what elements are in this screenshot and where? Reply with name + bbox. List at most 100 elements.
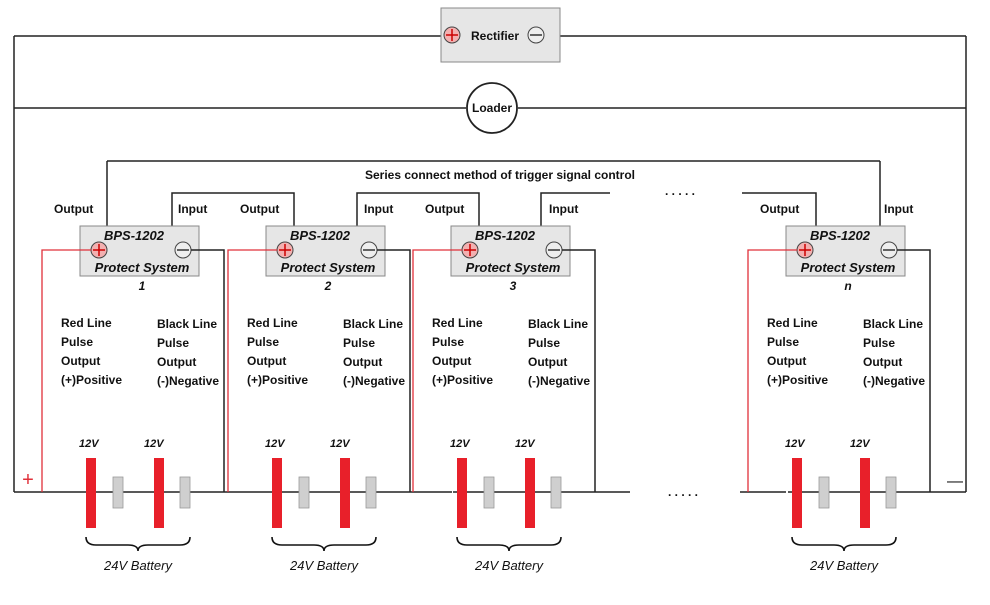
red-pulse-wire bbox=[747, 249, 797, 492]
module-subtitle: Protect System bbox=[281, 260, 376, 275]
red-line-desc: (+)Positive bbox=[767, 373, 828, 387]
red-line-desc: Red Line bbox=[61, 316, 112, 330]
signal-link-1-2 bbox=[171, 192, 295, 226]
signal-link-in-n bbox=[742, 192, 817, 226]
black-line-desc: (-)Negative bbox=[343, 374, 405, 388]
black-line-desc: Pulse bbox=[157, 336, 189, 350]
module-input-label: Input bbox=[884, 202, 913, 216]
red-line-desc: Red Line bbox=[247, 316, 298, 330]
red-line-desc: Red Line bbox=[432, 316, 483, 330]
battery-label: 24V Battery bbox=[289, 558, 359, 573]
loader-circle bbox=[466, 82, 518, 134]
battery-brace bbox=[271, 536, 377, 552]
module-output-label: Output bbox=[240, 202, 279, 216]
black-line-desc: Black Line bbox=[157, 317, 217, 331]
loader-label: Loader bbox=[472, 101, 512, 115]
loader: Loader bbox=[466, 82, 518, 134]
module-output-label: Output bbox=[760, 202, 799, 216]
battery-cell-negative bbox=[885, 476, 897, 509]
black-line-desc: Black Line bbox=[528, 317, 588, 331]
cell-voltage-2: 12V bbox=[330, 438, 351, 450]
rectifier-plus-terminal bbox=[443, 26, 461, 44]
red-pulse-wire bbox=[41, 249, 91, 492]
red-line-desc: (+)Positive bbox=[247, 373, 308, 387]
battery-cell-negative bbox=[483, 476, 495, 509]
module-minus-terminal bbox=[880, 241, 898, 259]
cell-voltage-1: 12V bbox=[785, 438, 806, 450]
cell-voltage-1: 12V bbox=[265, 438, 286, 450]
bus-ellipsis: . . . . . bbox=[668, 485, 698, 499]
cell-voltage-2: 12V bbox=[850, 438, 871, 450]
battery-cell-positive bbox=[272, 458, 282, 528]
battery-cell-positive bbox=[86, 458, 96, 528]
red-line-desc: Pulse bbox=[432, 335, 464, 349]
module-plus-terminal bbox=[796, 241, 814, 259]
black-line-desc: (-)Negative bbox=[863, 374, 925, 388]
module-input-label: Input bbox=[178, 202, 207, 216]
black-line-desc: Output bbox=[157, 355, 196, 369]
black-line-desc: Black Line bbox=[343, 317, 403, 331]
red-line-desc: Output bbox=[767, 354, 806, 368]
red-pulse-wire bbox=[227, 249, 277, 492]
cell-voltage-1: 12V bbox=[450, 438, 471, 450]
battery-brace bbox=[85, 536, 191, 552]
battery-cell-negative bbox=[818, 476, 830, 509]
module-minus-terminal bbox=[174, 241, 192, 259]
module-title: BPS-1202 bbox=[104, 228, 165, 243]
red-line-desc: Output bbox=[432, 354, 471, 368]
cell-voltage-1: 12V bbox=[79, 438, 100, 450]
rectifier-label: Rectifier bbox=[471, 29, 519, 43]
red-line-desc: Pulse bbox=[61, 335, 93, 349]
module-plus-terminal bbox=[276, 241, 294, 259]
battery-cell-positive bbox=[340, 458, 350, 528]
battery-cell-positive bbox=[860, 458, 870, 528]
module-subtitle: Protect System bbox=[95, 260, 190, 275]
battery-label: 24V Battery bbox=[474, 558, 544, 573]
positive-marker: + bbox=[22, 469, 34, 491]
black-pulse-wire bbox=[377, 249, 411, 492]
module-number: 1 bbox=[139, 279, 146, 293]
cell-voltage-2: 12V bbox=[144, 438, 165, 450]
battery-label: 24V Battery bbox=[809, 558, 879, 573]
battery-cell-positive bbox=[457, 458, 467, 528]
red-line-desc: (+)Positive bbox=[61, 373, 122, 387]
module-minus-terminal bbox=[360, 241, 378, 259]
black-pulse-wire bbox=[897, 249, 931, 492]
module-title: BPS-1202 bbox=[810, 228, 871, 243]
module-subtitle: Protect System bbox=[466, 260, 561, 275]
black-line-desc: Output bbox=[863, 355, 902, 369]
module-number: 3 bbox=[510, 279, 517, 293]
red-line-desc: Pulse bbox=[247, 335, 279, 349]
battery-label: 24V Battery bbox=[103, 558, 173, 573]
red-line-desc: Output bbox=[247, 354, 286, 368]
cell-voltage-2: 12V bbox=[515, 438, 536, 450]
black-pulse-wire bbox=[562, 249, 596, 492]
module-output-label: Output bbox=[54, 202, 93, 216]
trigger-label: Series connect method of trigger signal … bbox=[365, 168, 635, 182]
rectifier-minus-terminal bbox=[527, 26, 545, 44]
signal-ellipsis: . . . . . bbox=[665, 184, 695, 198]
battery-cell-positive bbox=[525, 458, 535, 528]
black-line-desc: (-)Negative bbox=[528, 374, 590, 388]
module-input-label: Input bbox=[364, 202, 393, 216]
battery-brace bbox=[791, 536, 897, 552]
rectifier: Rectifier bbox=[440, 7, 561, 63]
red-line-desc: (+)Positive bbox=[432, 373, 493, 387]
module-plus-terminal bbox=[90, 241, 108, 259]
negative-marker: — bbox=[947, 473, 963, 490]
battery-cell-negative bbox=[112, 476, 124, 509]
black-line-desc: Pulse bbox=[343, 336, 375, 350]
battery-brace bbox=[456, 536, 562, 552]
module-number: 2 bbox=[324, 279, 332, 293]
black-line-desc: Output bbox=[343, 355, 382, 369]
module-subtitle: Protect System bbox=[801, 260, 896, 275]
battery-cell-negative bbox=[179, 476, 191, 509]
black-line-desc: Black Line bbox=[863, 317, 923, 331]
module-output-label: Output bbox=[425, 202, 464, 216]
battery-cell-positive bbox=[154, 458, 164, 528]
